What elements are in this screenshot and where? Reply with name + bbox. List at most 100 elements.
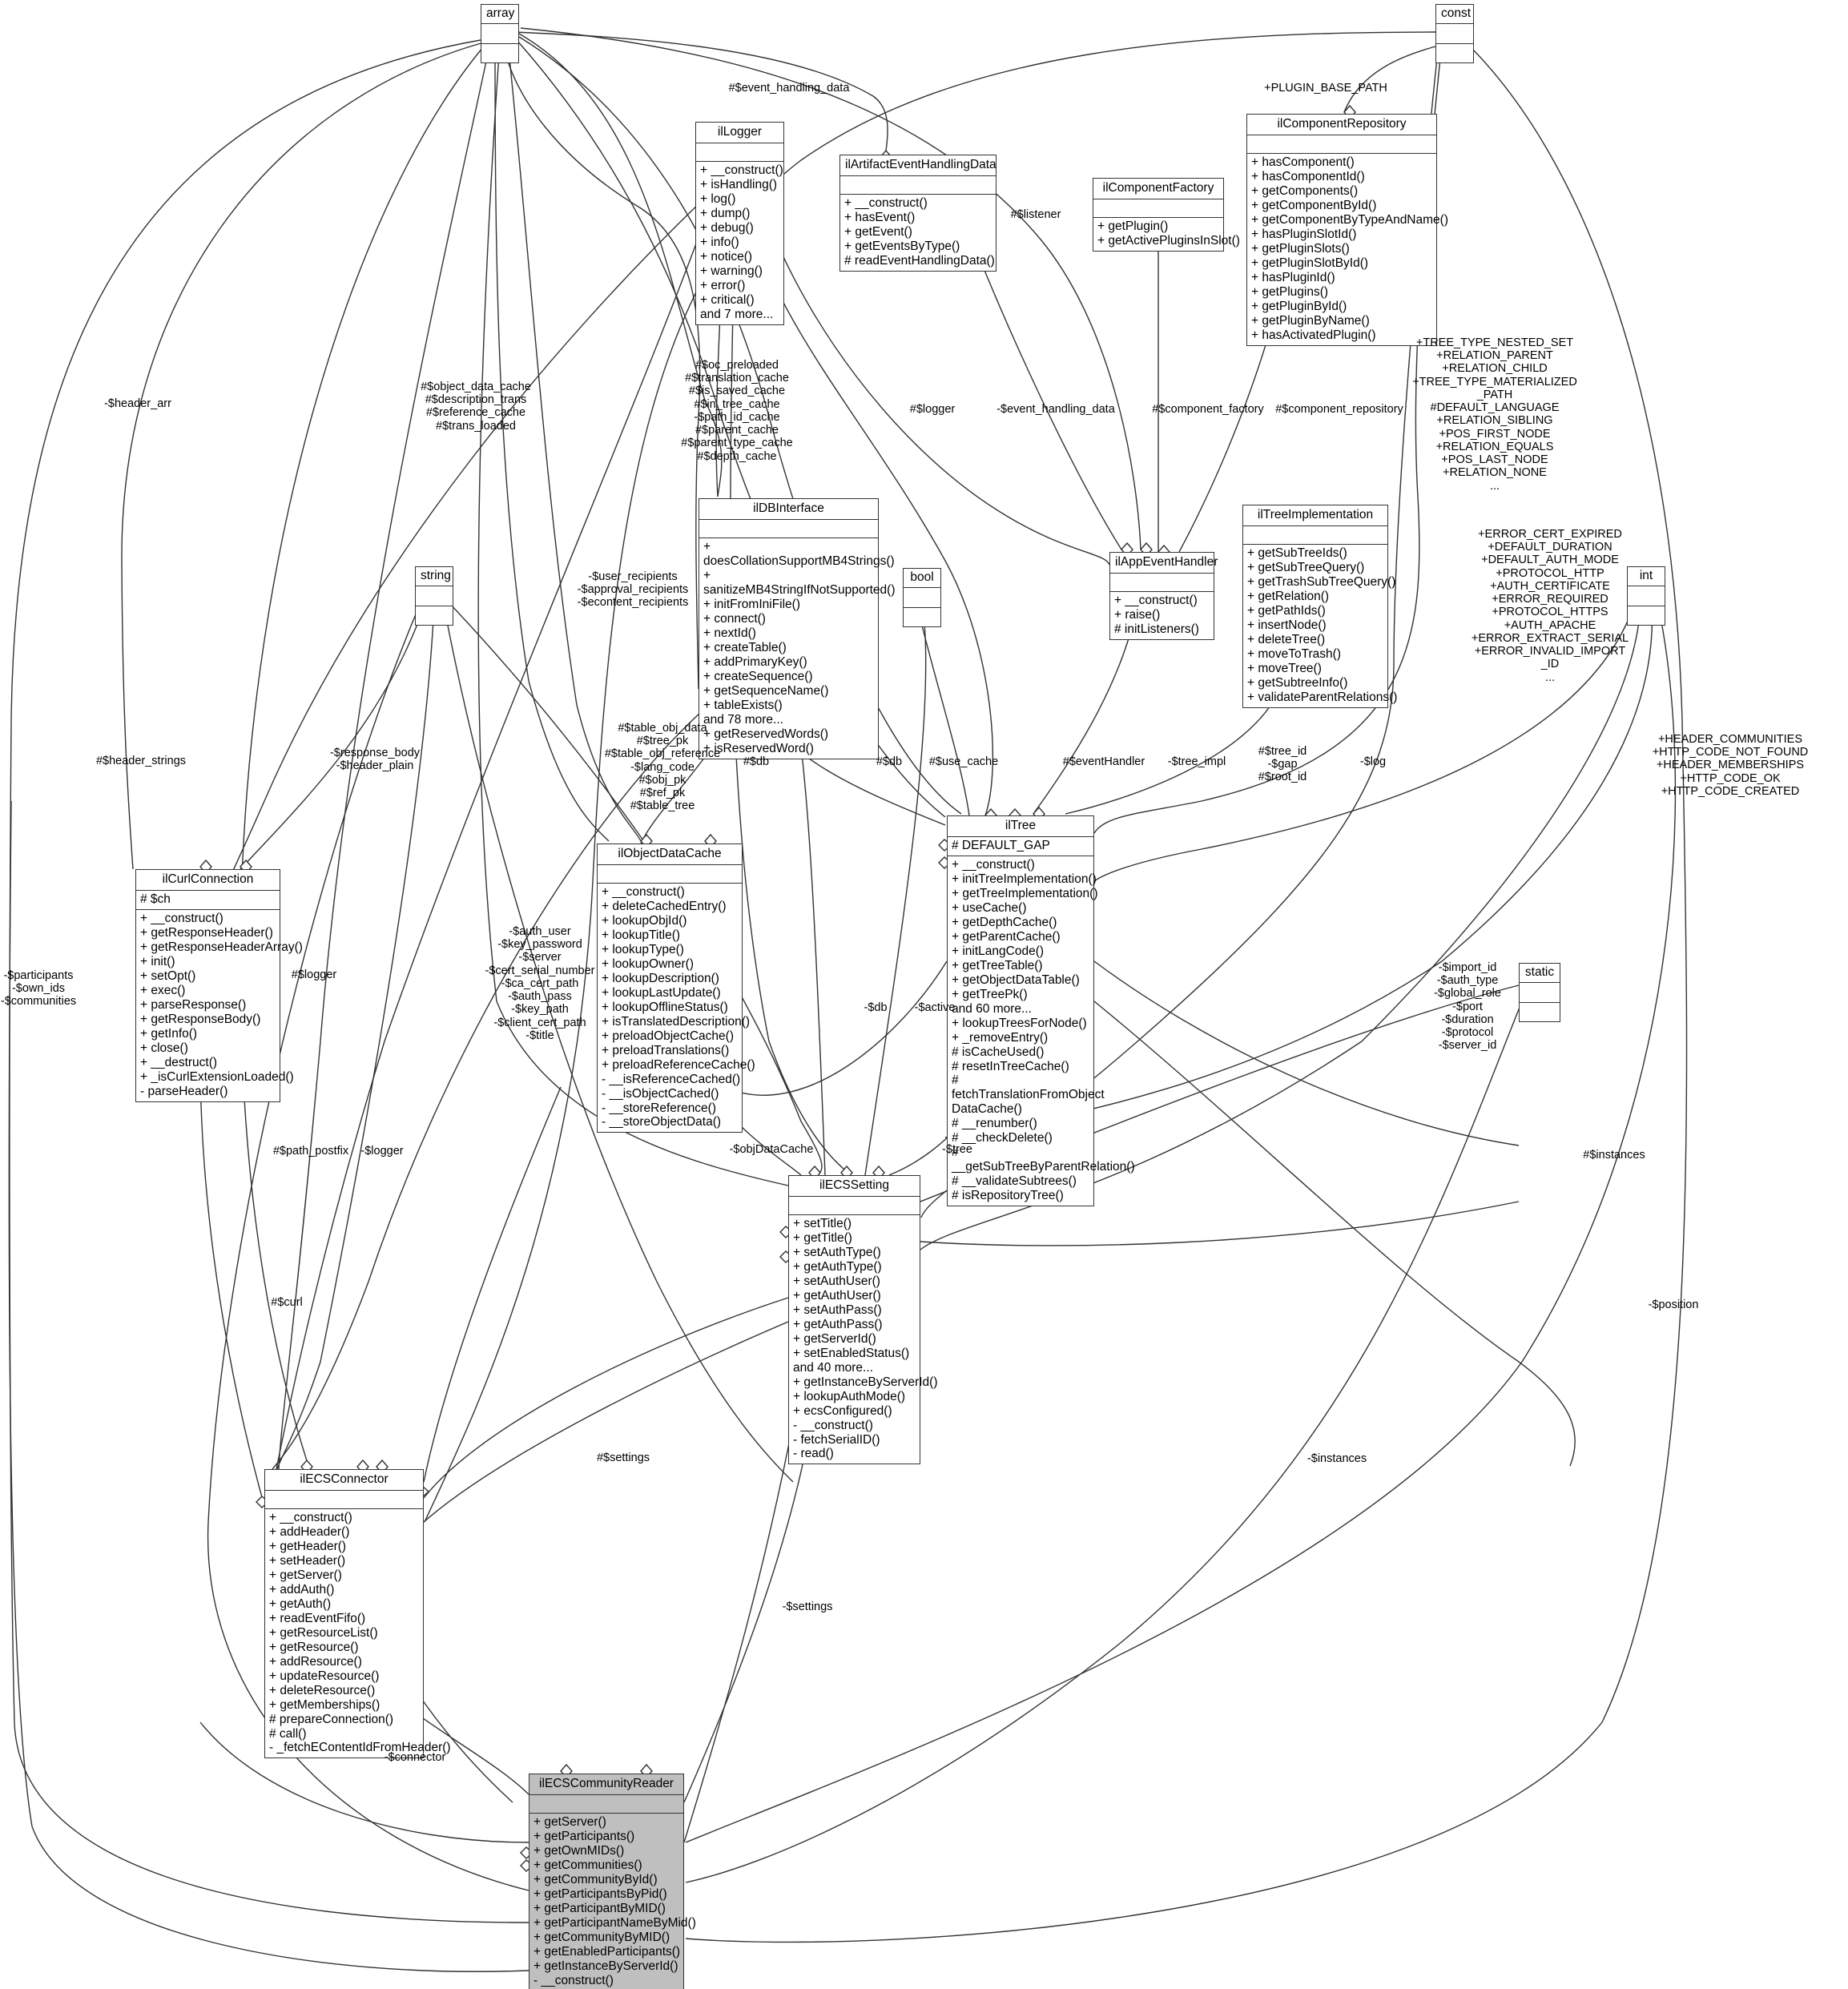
operation-row: # prepareConnection()	[269, 1712, 394, 1726]
edge-label-event_handling_data_mid: -$event_handling_data	[996, 403, 1115, 416]
class-operations-array	[481, 44, 518, 62]
class-node-static[interactable]: static	[1519, 963, 1560, 1022]
operation-row: + isReservedWord()	[703, 741, 814, 755]
operation-row: + getServer()	[269, 1568, 342, 1582]
edge-label-plugin_base_path: +PLUGIN_BASE_PATH	[1264, 82, 1387, 95]
class-operations-ilObjectDataCache: + __construct()+ deleteCachedEntry()+ lo…	[598, 884, 755, 1132]
class-node-ilAppEventHandler[interactable]: ilAppEventHandler + __construct()+ raise(…	[1109, 552, 1218, 640]
operation-row: + deleteCachedEntry()	[602, 899, 727, 913]
class-name-int: int	[1628, 567, 1665, 586]
operation-row: + getResponseBody()	[140, 1012, 261, 1026]
edge-label-tree_constants: +TREE_TYPE_NESTED_SET +RELATION_PARENT +…	[1412, 336, 1577, 493]
class-node-ilECSSetting[interactable]: ilECSSetting+ setTitle()+ getTitle()+ se…	[788, 1175, 938, 1465]
class-operations-ilAppEventHandler: + __construct()+ raise()# initListeners(…	[1110, 592, 1214, 639]
class-node-ilTreeImplementation[interactable]: ilTreeImplementation+ getSubTreeIds()+ g…	[1242, 505, 1398, 708]
class-name-array: array	[481, 5, 518, 24]
class-node-const[interactable]: const	[1435, 4, 1474, 63]
operation-row: # isRepositoryTree()	[952, 1189, 1064, 1203]
operation-row: # __validateSubtrees()	[952, 1174, 1077, 1189]
operation-row: + lookupTreesForNode()	[952, 1016, 1087, 1030]
operation-row: + getParticipants()	[533, 1829, 635, 1843]
operation-row: + hasActivatedPlugin()	[1251, 328, 1376, 342]
operation-row: + getTrashSubTreeQuery()	[1247, 574, 1396, 589]
class-name-bool: bool	[904, 569, 940, 588]
class-node-ilObjectDataCache[interactable]: ilObjectDataCache+ __construct()+ delete…	[597, 844, 755, 1133]
operation-row: + __construct()	[140, 911, 223, 925]
class-attributes-string	[416, 586, 453, 606]
class-attributes-ilCurlConnection: # $ch	[136, 891, 280, 910]
edge-label-log: -$log	[1359, 755, 1387, 768]
class-name-ilLogger: ilLogger	[696, 123, 783, 143]
operation-row: + getResponseHeader()	[140, 925, 273, 940]
operation-row: + getObjectDataTable()	[952, 972, 1080, 987]
operation-row: + debug()	[700, 220, 754, 235]
operation-row: + getSubTreeQuery()	[1247, 560, 1365, 574]
operation-row: + ecsConfigured()	[793, 1403, 892, 1418]
operation-row: + getPlugins()	[1251, 284, 1329, 299]
edge-label-auth_user_group: -$auth_user -$key_password -$server -$ce…	[485, 925, 595, 1042]
class-node-ilCurlConnection[interactable]: ilCurlConnection# $ch+ __construct()+ ge…	[135, 869, 303, 1102]
operation-row: + getAuthPass()	[793, 1317, 883, 1331]
class-node-string[interactable]: string	[415, 566, 453, 626]
operation-row: + init()	[140, 954, 175, 968]
class-attributes-ilECSCommunityReader	[529, 1795, 683, 1814]
edge-label-header_http_consts: +HEADER_COMMUNITIES +HTTP_CODE_NOT_FOUND…	[1652, 733, 1809, 798]
operation-row: + getComponents()	[1251, 183, 1359, 198]
class-name-const: const	[1436, 5, 1473, 24]
operation-row: + addResource()	[269, 1654, 362, 1669]
operation-row: + lookupAuthMode()	[793, 1389, 906, 1403]
class-operations-static	[1520, 1003, 1560, 1021]
operation-row: + getResourceList()	[269, 1625, 378, 1640]
operation-row: + setOpt()	[140, 968, 196, 983]
operation-row: + getRelation()	[1247, 589, 1330, 603]
class-attributes-ilComponentRepository	[1247, 135, 1436, 154]
class-node-int[interactable]: int	[1627, 566, 1665, 626]
operation-row: + setAuthType()	[793, 1245, 881, 1259]
operation-row: + createTable()	[703, 640, 787, 654]
operation-row: + hasEvent()	[844, 210, 916, 224]
edge-label-oc_preloaded_group: #$oc_preloaded #$translation_cache #$is_…	[681, 359, 793, 463]
class-name-ilECSConnector: ilECSConnector	[265, 1470, 423, 1491]
operation-row: + hasPluginId()	[1251, 270, 1335, 284]
class-name-ilDBInterface: ilDBInterface	[699, 499, 878, 520]
class-name-ilAppEventHandler: ilAppEventHandler	[1110, 553, 1218, 574]
operation-row: + validateParentRelations()	[1247, 690, 1398, 704]
class-node-ilLogger[interactable]: ilLogger + __construct()+ isHandling()+ l…	[695, 122, 784, 325]
operation-row: + lookupOwner()	[602, 956, 695, 971]
operation-row: + warning()	[700, 264, 763, 278]
operation-row: + getParticipantByMID()	[533, 1901, 666, 1915]
operation-row: + isHandling()	[700, 177, 778, 191]
attribute-row: # $ch	[140, 892, 171, 906]
class-name-ilComponentFactory: ilComponentFactory	[1093, 179, 1223, 199]
class-node-ilArtifactEventHandlingData[interactable]: ilArtifactEventHandlingData+ __construct…	[839, 155, 996, 272]
operation-row: - _fetchEContentIdFromHeader()	[269, 1741, 451, 1755]
operation-row: + preloadTranslations()	[602, 1043, 730, 1057]
edge-label-logger_curl: #$logger	[291, 968, 337, 981]
operation-row: + getComponentByTypeAndName()	[1251, 212, 1448, 227]
class-node-ilTree[interactable]: ilTree# DEFAULT_GAP+ __construct()+ init…	[947, 815, 1135, 1207]
class-node-ilECSConnector[interactable]: ilECSConnector+ __construct()+ addHeader…	[264, 1469, 451, 1759]
operation-row: + deleteResource()	[269, 1683, 376, 1697]
class-attributes-array	[481, 24, 518, 44]
operation-row: + isTranslatedDescription()	[602, 1014, 751, 1029]
class-node-ilComponentFactory[interactable]: ilComponentFactory+ getPlugin()+ getActi…	[1093, 178, 1240, 252]
operation-row: + setEnabledStatus()	[793, 1346, 910, 1360]
class-name-ilCurlConnection: ilCurlConnection	[136, 870, 280, 891]
operation-row: + initFromIniFile()	[703, 597, 801, 611]
operation-row: # resetInTreeCache()	[952, 1059, 1069, 1073]
operation-row: + getPluginById()	[1251, 299, 1347, 313]
class-node-ilComponentRepository[interactable]: ilComponentRepository+ hasComponent()+ h…	[1246, 114, 1448, 346]
class-node-array[interactable]: array	[481, 4, 519, 63]
operation-row: + nextId()	[703, 626, 756, 640]
class-node-bool[interactable]: bool	[903, 568, 941, 627]
operation-row: - __isObjectCached()	[602, 1086, 719, 1101]
class-node-ilDBInterface[interactable]: ilDBInterface+ doesCollationSupportMB4St…	[699, 498, 896, 759]
operation-row: + getOwnMIDs()	[533, 1843, 625, 1858]
operation-row: + getServer()	[533, 1814, 606, 1829]
class-operations-ilLogger: + __construct()+ isHandling()+ log()+ du…	[696, 162, 783, 324]
operation-row: + raise()	[1114, 607, 1161, 622]
operation-row: + getDepthCache()	[952, 915, 1057, 929]
class-attributes-int	[1628, 586, 1665, 606]
operation-row: - read()	[793, 1447, 834, 1461]
class-node-ilECSCommunityReader[interactable]: ilECSCommunityReader+ getServer()+ getPa…	[529, 1774, 696, 1989]
